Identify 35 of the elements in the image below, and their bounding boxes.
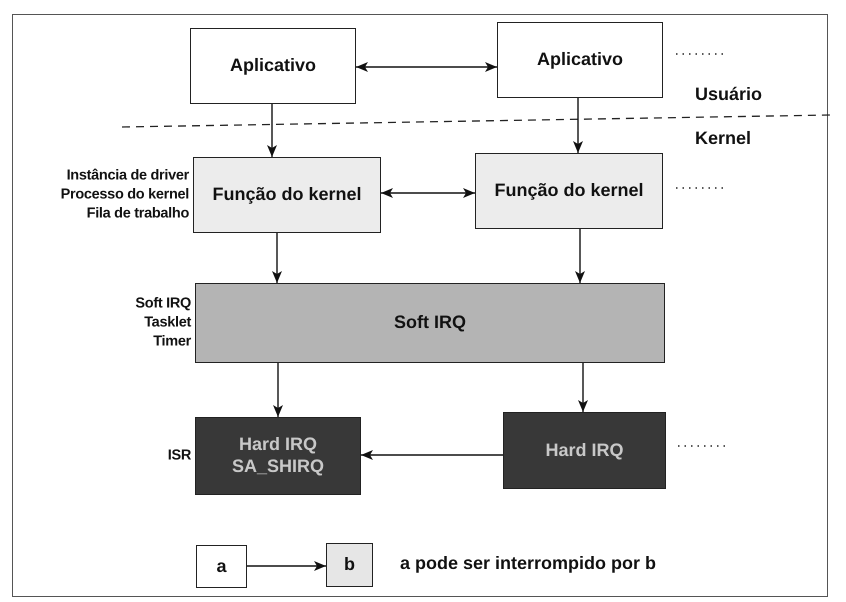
arrow bbox=[361, 450, 503, 460]
arrow bbox=[381, 188, 475, 198]
arrow bbox=[575, 229, 585, 283]
node-label: Aplicativo bbox=[228, 55, 318, 77]
side-label: ISR bbox=[168, 446, 191, 466]
legend-text: a pode ser interrompido por b bbox=[400, 553, 656, 574]
node-label: Hard IRQ SA_SHIRQ bbox=[230, 434, 326, 478]
process-box bbox=[503, 412, 666, 489]
region-label: Usuário bbox=[695, 84, 762, 105]
side-label: Instância de driver bbox=[66, 166, 189, 186]
arrow bbox=[267, 104, 277, 157]
node-label: Função do kernel bbox=[211, 184, 363, 206]
arrow bbox=[356, 62, 497, 72]
arrow bbox=[573, 98, 583, 153]
side-label: Tasklet bbox=[144, 314, 191, 332]
arrow bbox=[273, 363, 283, 417]
side-label: Soft IRQ bbox=[135, 294, 191, 314]
legend-box bbox=[326, 543, 373, 587]
side-label: Fila de trabalho bbox=[86, 204, 189, 224]
node-label: b bbox=[343, 554, 356, 576]
node-label: a bbox=[215, 556, 228, 578]
node-label: Função do kernel bbox=[493, 180, 645, 202]
process-box bbox=[497, 22, 663, 98]
arrow bbox=[272, 233, 282, 283]
region-label: Kernel bbox=[695, 128, 752, 149]
side-label: Processo do kernel bbox=[60, 186, 189, 204]
node-label: Hard IRQ bbox=[544, 440, 624, 462]
arrow bbox=[247, 561, 326, 571]
side-label: Timer bbox=[153, 332, 191, 352]
node-label: Aplicativo bbox=[536, 49, 624, 71]
legend-box bbox=[196, 545, 247, 588]
node-label: Soft IRQ bbox=[393, 312, 467, 334]
process-box bbox=[190, 28, 356, 104]
arrow bbox=[578, 363, 588, 412]
process-box bbox=[475, 153, 663, 229]
